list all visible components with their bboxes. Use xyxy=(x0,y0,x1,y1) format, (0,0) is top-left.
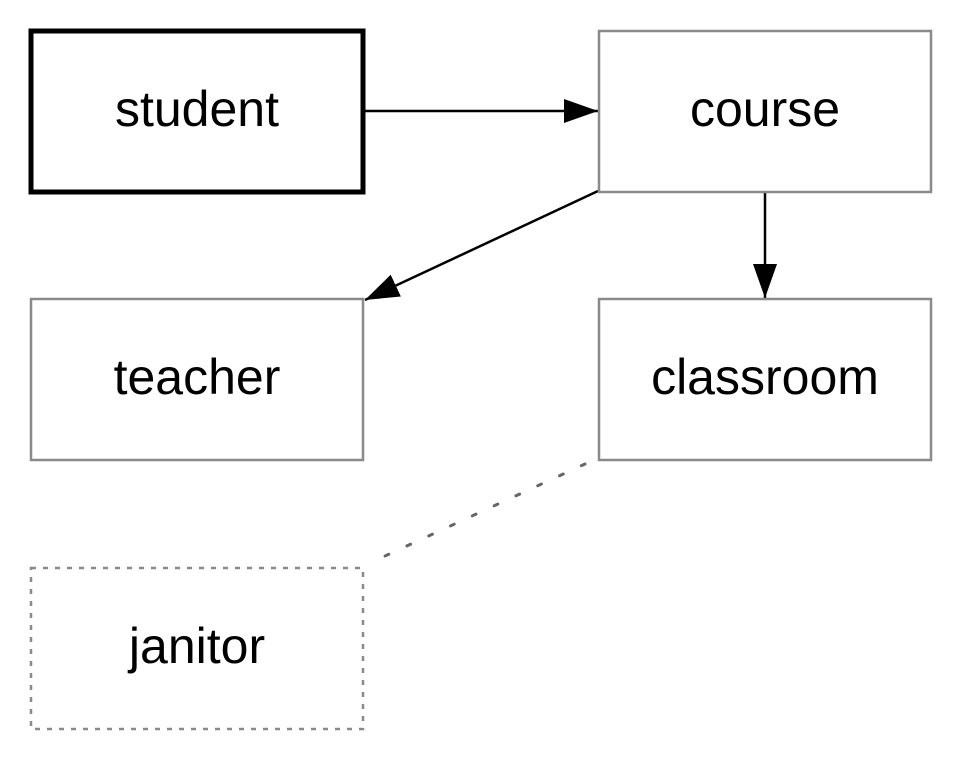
node-teacher: teacher xyxy=(29,297,365,462)
node-janitor: janitor xyxy=(29,566,365,731)
node-classroom-box xyxy=(597,297,933,462)
node-classroom-label: classroom xyxy=(651,349,879,405)
node-student-label: student xyxy=(115,81,279,137)
node-teacher-box xyxy=(29,297,365,462)
node-student: student xyxy=(28,28,366,195)
node-course: course xyxy=(597,29,933,194)
node-course-label: course xyxy=(690,81,840,137)
node-classroom: classroom xyxy=(597,297,933,462)
edge-classroom-to-janitor xyxy=(383,462,587,558)
node-janitor-label: janitor xyxy=(127,618,265,674)
node-course-box xyxy=(597,29,933,194)
node-teacher-label: teacher xyxy=(114,349,281,405)
edge-course-to-teacher xyxy=(364,189,599,302)
node-student-box xyxy=(28,28,366,195)
node-janitor-box xyxy=(29,566,365,731)
